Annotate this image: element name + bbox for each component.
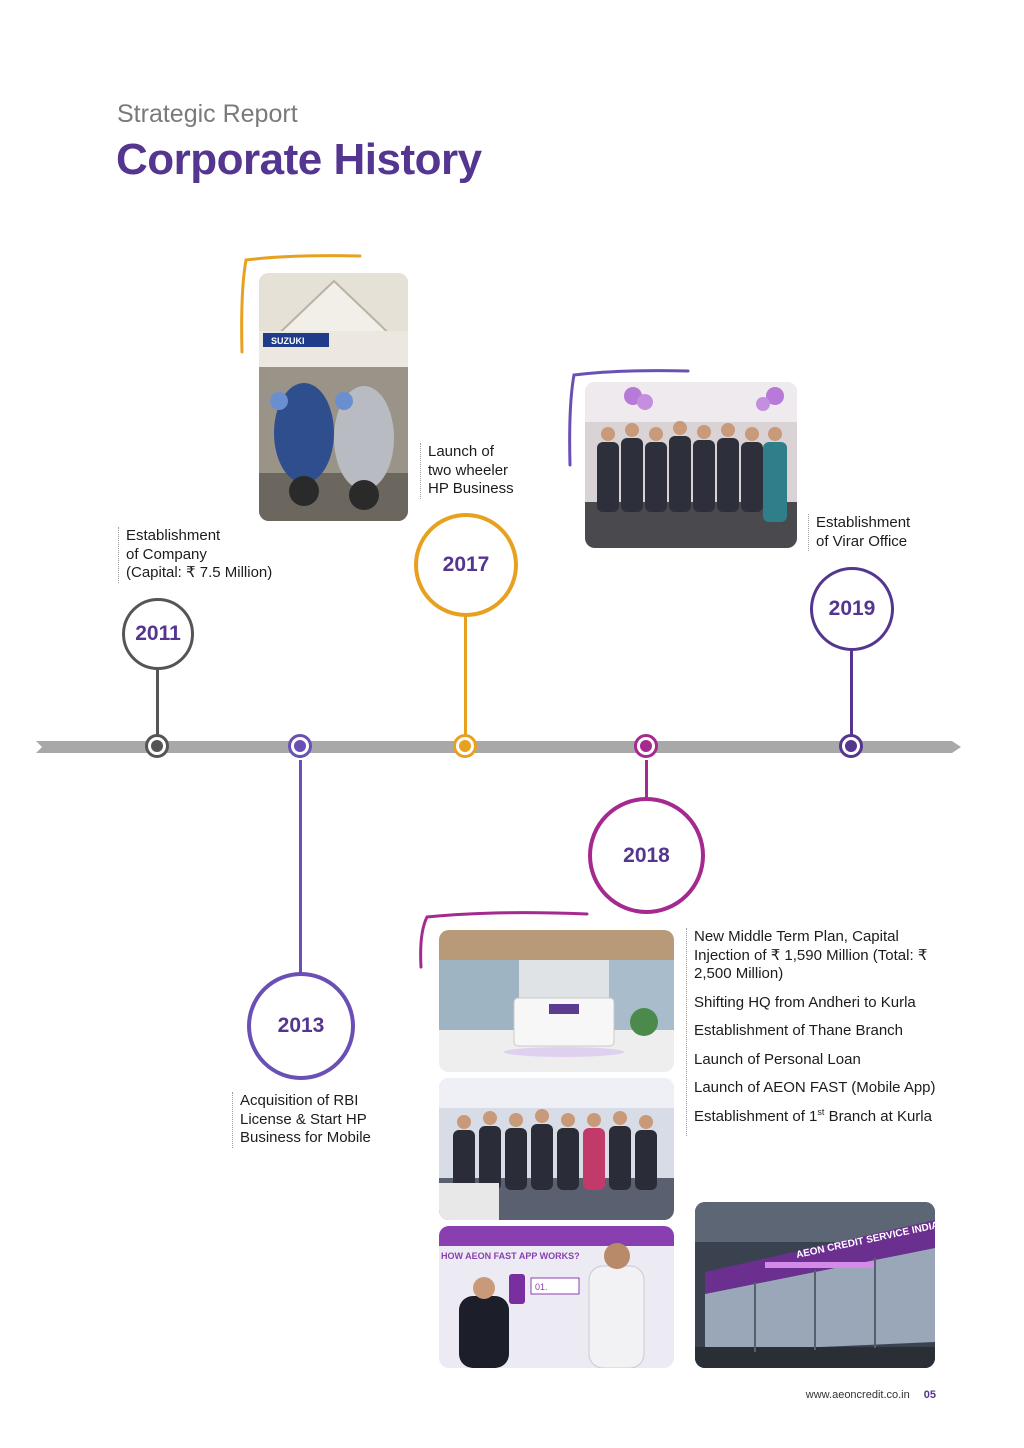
page-number: 05	[923, 1389, 936, 1401]
label-line: Establishment	[126, 527, 221, 544]
label-line: Business for Mobile	[240, 1129, 371, 1146]
milestone-2013-label: Acquisition of RBI License & Start HP Bu…	[232, 1092, 371, 1148]
orange-brush-accent	[240, 254, 362, 354]
photo-aeon-fast-app-launch: HOW AEON FAST APP WORKS? 01.	[439, 1226, 674, 1368]
list-item: Launch of Personal Loan	[694, 1050, 861, 1068]
list-item: Establishment of Thane Branch	[694, 1022, 904, 1039]
app-sign-text: HOW AEON FAST APP WORKS?	[441, 1251, 580, 1261]
stem-2013	[299, 760, 302, 973]
milestone-2017-label: Launch of two wheeler HP Business	[420, 443, 514, 499]
photo-thane-branch-team	[439, 1078, 674, 1220]
node-2018	[634, 734, 658, 758]
photo-kurla-hq-reception	[439, 930, 674, 1072]
label-line: License & Start HP	[240, 1110, 367, 1128]
label-line: Acquisition of RBI	[240, 1092, 359, 1109]
year-circle-2011: 2011	[122, 598, 194, 670]
reception-illustration	[439, 930, 674, 1072]
photo-virar-office-team	[585, 382, 797, 548]
scooter-showroom-illustration: SUZUKI	[259, 273, 408, 521]
app-launch-illustration: HOW AEON FAST APP WORKS? 01.	[439, 1226, 674, 1368]
app-step-text: 01.	[535, 1282, 548, 1292]
suzuki-sign-text: SUZUKI	[271, 336, 305, 346]
photo-scooter-showroom: SUZUKI	[259, 273, 408, 521]
year-circle-2013: 2013	[247, 972, 355, 1080]
milestone-2019-label: Establishment of Virar Office	[808, 514, 910, 551]
node-2011	[145, 734, 169, 758]
item-text-pre: Establishment of 1	[694, 1107, 818, 1125]
page-footer: www.aeoncredit.co.in 05	[806, 1389, 936, 1401]
label-line: two wheeler	[428, 461, 509, 479]
stem-2019	[850, 649, 853, 737]
node-2017	[453, 734, 477, 758]
label-line: of Virar Office	[816, 532, 908, 550]
year-circle-2017: 2017	[414, 513, 518, 617]
node-2013	[288, 734, 312, 758]
list-item: Launch of AEON FAST (Mobile App)	[694, 1079, 936, 1096]
label-line: Establishment	[816, 514, 911, 531]
list-item: Establishment of 1st Branch at Kurla	[694, 1106, 936, 1127]
timeline-axis	[36, 741, 961, 753]
milestone-2011-label: Establishment of Company (Capital: ₹ 7.5…	[118, 527, 272, 583]
item-text-post: Branch at Kurla	[824, 1107, 932, 1125]
stem-2011	[156, 667, 159, 737]
list-item: New Middle Term Plan, Capital Injection …	[694, 928, 928, 982]
ordinal-suffix: st	[817, 1106, 825, 1117]
virar-team-illustration	[585, 382, 797, 548]
footer-url: www.aeoncredit.co.in	[805, 1389, 910, 1401]
label-line: Launch of	[428, 443, 494, 460]
photo-kurla-first-branch: AEON CREDIT SERVICE INDIA	[695, 1202, 935, 1368]
section-kicker: Strategic Report	[117, 100, 298, 128]
year-circle-2019: 2019	[810, 567, 894, 651]
stem-2018	[645, 760, 648, 798]
year-circle-2018: 2018	[588, 797, 705, 914]
label-line: of Company	[126, 545, 207, 563]
stem-2017	[464, 615, 467, 737]
label-line: (Capital: ₹ 7.5 Million)	[126, 564, 273, 581]
list-item: Shifting HQ from Andheri to Kurla	[694, 993, 916, 1011]
kurla-branch-illustration: AEON CREDIT SERVICE INDIA	[695, 1202, 935, 1368]
magenta-brush-accent	[419, 911, 589, 969]
thane-team-illustration	[439, 1078, 674, 1220]
purple-brush-accent	[568, 369, 690, 467]
label-line: HP Business	[428, 480, 514, 497]
page-title: Corporate History	[116, 135, 482, 184]
milestone-2018-list: New Middle Term Plan, Capital Injection …	[686, 928, 936, 1136]
node-2019	[839, 734, 863, 758]
